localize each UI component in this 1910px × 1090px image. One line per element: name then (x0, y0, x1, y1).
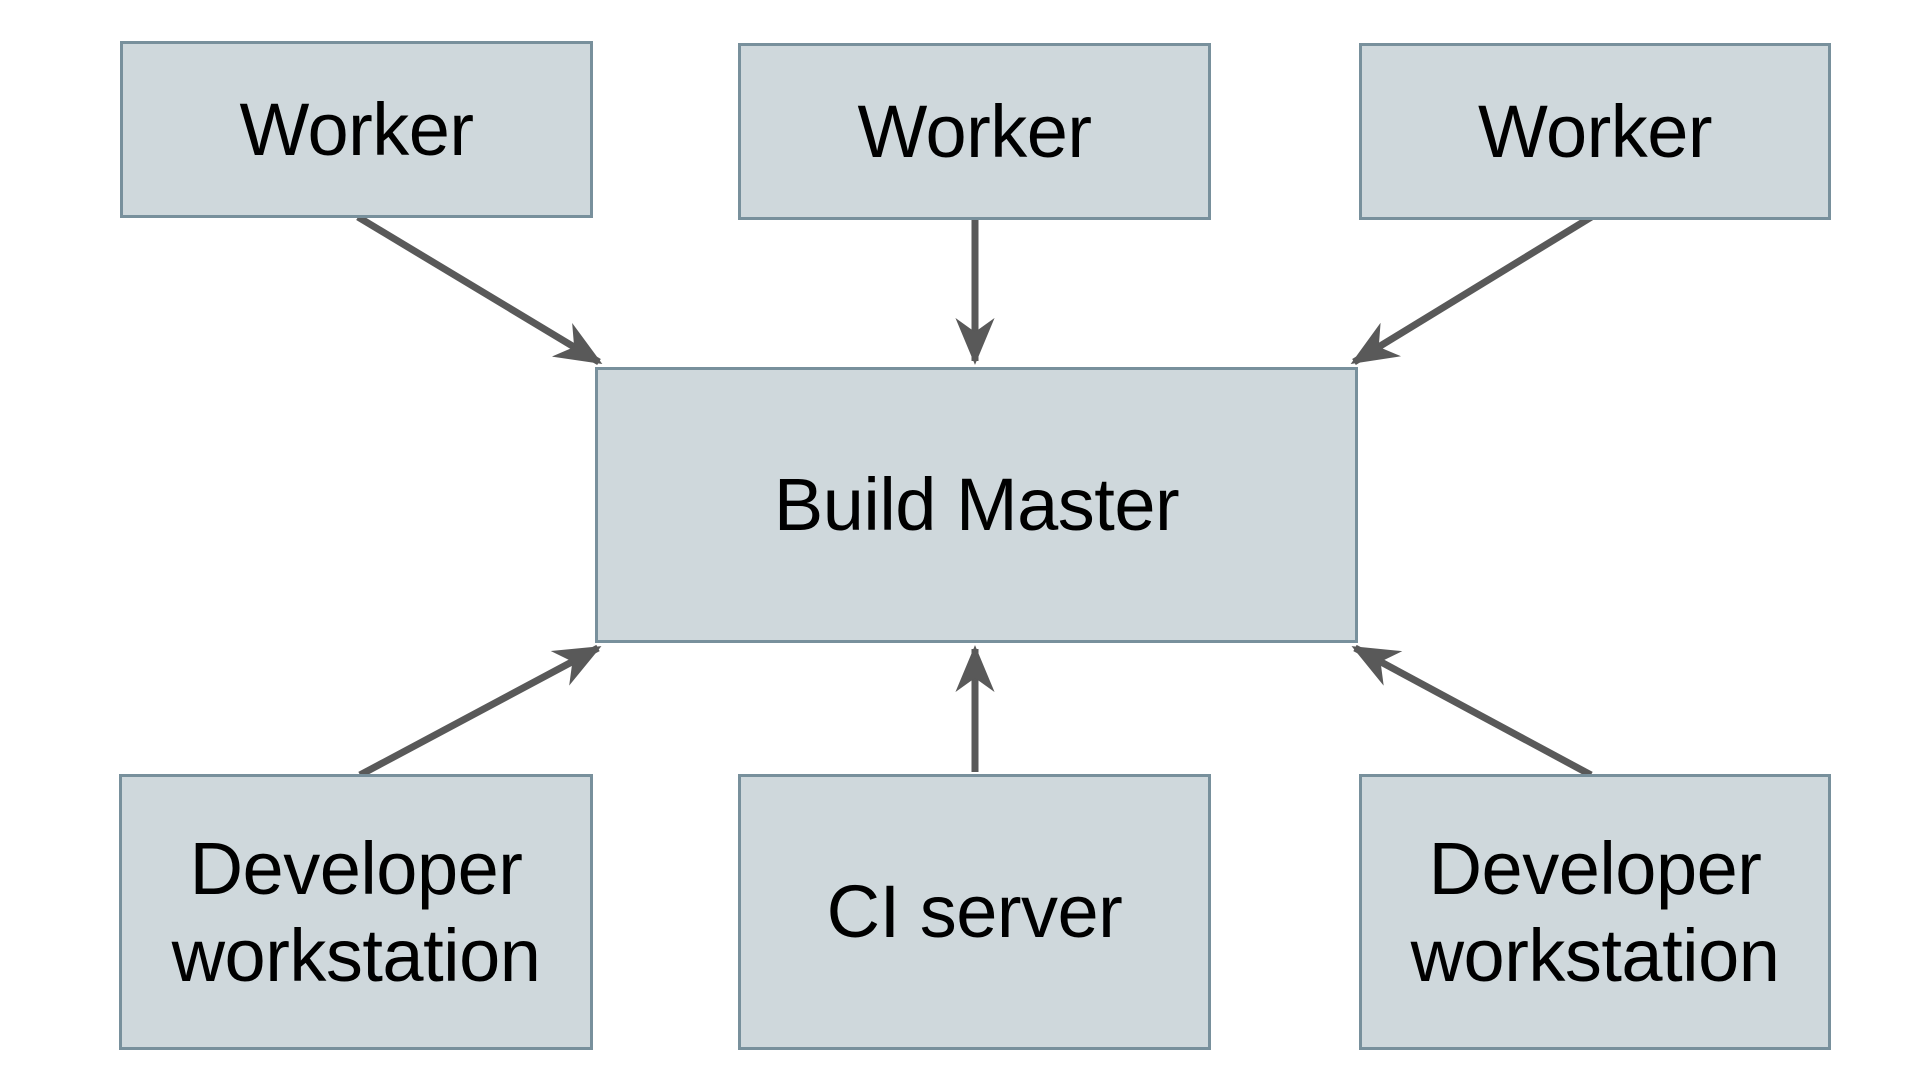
node-label: Developer workstation (171, 826, 541, 997)
node-ci-server: CI server (738, 774, 1211, 1050)
arrow-worker-3-to-build-master (1350, 213, 1595, 365)
node-label: Build Master (773, 463, 1180, 547)
arrow-developer-workstation-2-to-build-master (1351, 644, 1593, 779)
arrow-developer-workstation-1-to-build-master (358, 644, 602, 779)
node-worker-3: Worker (1359, 43, 1831, 220)
node-label: Worker (1477, 89, 1713, 173)
node-developer-workstation-1: Developer workstation (119, 774, 593, 1050)
node-label: Worker (239, 87, 474, 171)
node-build-master: Build Master (595, 367, 1358, 643)
node-developer-workstation-2: Developer workstation (1359, 774, 1831, 1050)
node-worker-2: Worker (738, 43, 1211, 220)
node-label: Worker (857, 89, 1092, 173)
node-label: CI server (826, 870, 1123, 954)
arrow-worker-1-to-build-master (356, 214, 603, 365)
node-worker-1: Worker (120, 41, 593, 218)
node-label: Developer workstation (1410, 826, 1780, 997)
